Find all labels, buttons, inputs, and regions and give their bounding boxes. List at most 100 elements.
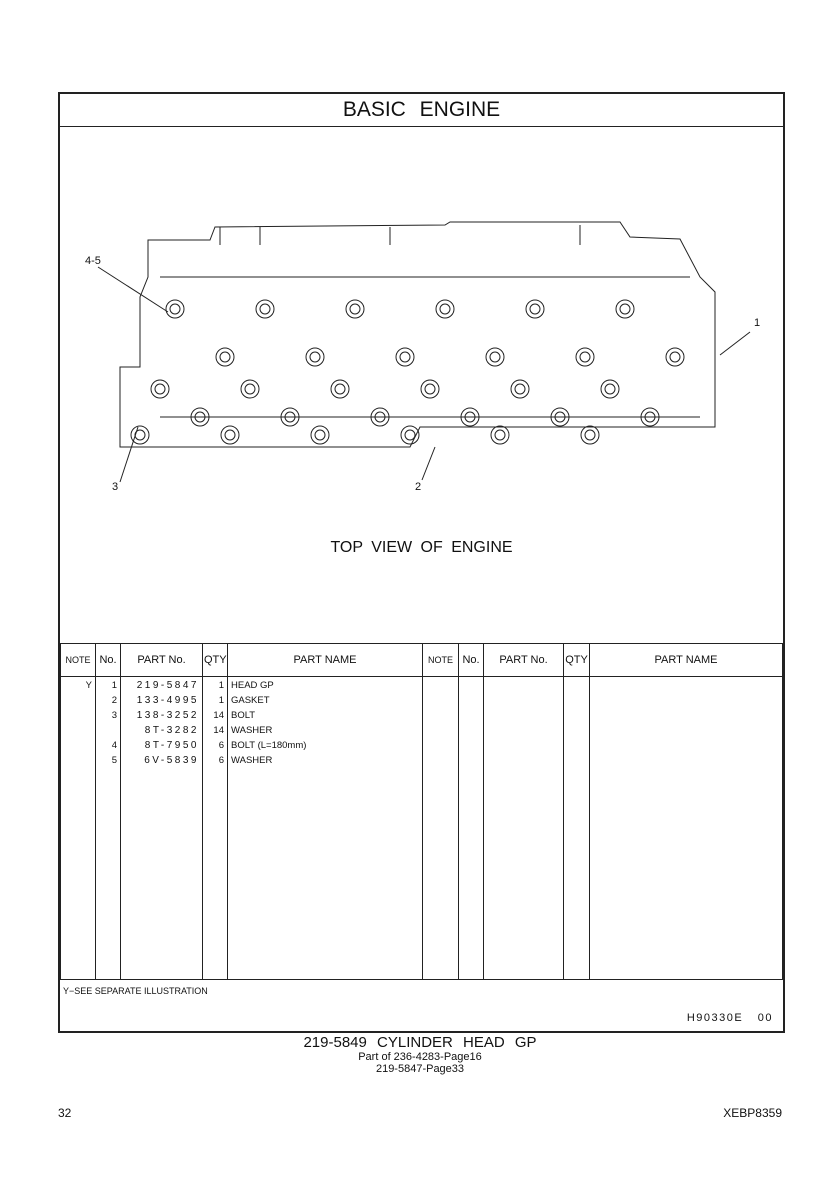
bolt-head	[130, 425, 150, 445]
cell-name: BOLT	[227, 710, 423, 725]
empty-cell	[589, 710, 783, 725]
header-note: NOTE	[60, 643, 96, 677]
bolt-head	[240, 379, 260, 399]
section-title: BASIC ENGINE	[60, 94, 783, 127]
empty-cell	[589, 695, 783, 710]
bolt-head	[525, 299, 545, 319]
empty-cell	[458, 710, 484, 725]
empty-cell	[589, 755, 783, 770]
cell-name: BOLT (L=180mm)	[227, 740, 423, 755]
empty-cell	[563, 740, 590, 755]
empty-cell	[422, 740, 459, 755]
bolt-head	[345, 299, 365, 319]
bolt-head	[514, 383, 526, 395]
empty-cell	[483, 755, 564, 770]
bolt-head	[615, 299, 635, 319]
cell-name: WASHER	[227, 725, 423, 740]
bolt-head	[399, 351, 411, 363]
empty-cell	[422, 710, 459, 725]
bolt-head	[640, 407, 660, 427]
empty-cell	[458, 695, 484, 710]
cell-qty: 14	[202, 710, 228, 725]
empty-cell	[563, 755, 590, 770]
bolt-head	[580, 425, 600, 445]
cell-no	[95, 725, 121, 740]
cell-no: 5	[95, 755, 121, 770]
cell-part: 138-3252	[120, 710, 203, 725]
bolt-head	[220, 425, 240, 445]
empty-cell	[422, 695, 459, 710]
bolt-head	[490, 425, 510, 445]
callout-2: 2	[415, 481, 422, 493]
cell-note	[60, 710, 96, 725]
cell-qty: 1	[202, 676, 228, 695]
bolt-head	[600, 379, 620, 399]
header-qty: QTY	[202, 643, 228, 677]
bolt-head	[424, 383, 436, 395]
bolt-head	[404, 429, 416, 441]
empty-cell	[563, 695, 590, 710]
bolt-head	[314, 429, 326, 441]
header-part-no: PART No.	[120, 643, 203, 677]
empty-cell	[483, 695, 564, 710]
bolt-head	[349, 303, 361, 315]
empty-cell	[422, 725, 459, 740]
bolt-head	[334, 383, 346, 395]
cell-name: WASHER	[227, 755, 423, 770]
cell-name: GASKET	[227, 695, 423, 710]
header-part-no-2: PART No.	[483, 643, 564, 677]
footnote: Y−SEE SEPARATE ILLUSTRATION	[63, 986, 208, 996]
group-heading: 219-5849 CYLINDER HEAD GP	[303, 1034, 537, 1051]
empty-cell	[589, 676, 783, 695]
bolt-head	[190, 407, 210, 427]
empty-cell	[120, 770, 203, 979]
header-part-name-2: PART NAME	[589, 643, 783, 677]
empty-cell	[563, 725, 590, 740]
empty-cell	[458, 770, 484, 979]
bolt-head	[255, 299, 275, 319]
header-part-name: PART NAME	[227, 643, 423, 677]
bolt-head	[194, 411, 206, 423]
cylinder-head-drawing	[97, 221, 751, 483]
bolt-head	[489, 351, 501, 363]
bolt-head	[579, 351, 591, 363]
bolt-head	[464, 411, 476, 423]
bolt-head	[529, 303, 541, 315]
header-note-2: NOTE	[422, 643, 459, 677]
bolt-head	[420, 379, 440, 399]
empty-cell	[589, 740, 783, 755]
parts-frame: BASIC ENGINE 4-5 1 2 3 TOP VIEW OF ENGIN…	[58, 92, 785, 1033]
empty-cell	[563, 770, 590, 979]
empty-cell	[589, 770, 783, 979]
empty-cell	[227, 770, 423, 979]
bolt-head	[584, 429, 596, 441]
header-qty-2: QTY	[563, 643, 590, 677]
bolt-head	[259, 303, 271, 315]
bolt-head	[284, 411, 296, 423]
cell-part: 8T-7950	[120, 740, 203, 755]
empty-cell	[483, 710, 564, 725]
empty-cell	[458, 725, 484, 740]
bolt-head	[575, 347, 595, 367]
bolt-head	[330, 379, 350, 399]
cell-part: 6V-5839	[120, 755, 203, 770]
empty-cell	[458, 755, 484, 770]
cell-name: HEAD GP	[227, 676, 423, 695]
bolt-head	[165, 299, 185, 319]
cell-note: Y	[60, 676, 96, 695]
empty-cell	[422, 770, 459, 979]
empty-cell	[563, 710, 590, 725]
cell-note	[60, 695, 96, 710]
reference-line-1: Part of 236-4283-Page16	[358, 1051, 482, 1063]
cell-qty: 6	[202, 755, 228, 770]
bolt-head	[460, 407, 480, 427]
callout-4-5: 4-5	[85, 255, 101, 267]
cell-no: 3	[95, 710, 121, 725]
callout-3: 3	[112, 481, 119, 493]
bolt-head	[224, 429, 236, 441]
engine-illustration: 4-5 1 2 3 TOP VIEW OF ENGINE	[60, 127, 783, 643]
empty-cell	[483, 676, 564, 695]
